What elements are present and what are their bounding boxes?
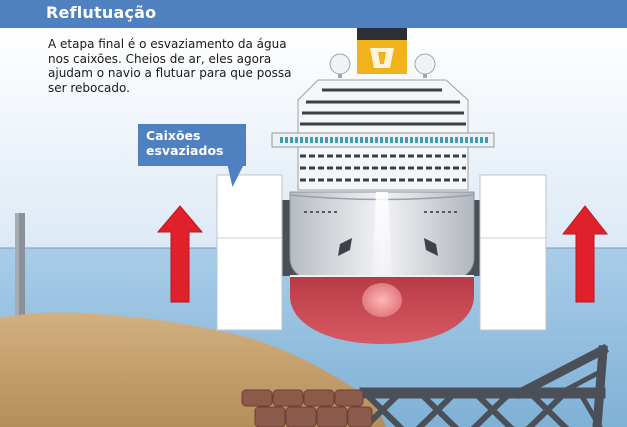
distant-post xyxy=(15,213,25,323)
ship-illustration xyxy=(271,16,495,344)
header-bar: Reflutuação xyxy=(0,0,627,28)
callout-label: Caixões esvaziados xyxy=(138,124,246,166)
callout-text: Caixões esvaziados xyxy=(146,128,224,158)
right-caisson xyxy=(479,174,547,331)
description-text: A etapa final é o esvaziamento da água n… xyxy=(48,37,292,95)
crane-structure xyxy=(359,343,610,427)
upward-arrow-icon xyxy=(156,205,204,303)
page-title: Reflutuação xyxy=(46,3,157,22)
upward-arrow-icon xyxy=(561,205,609,303)
rock-pile xyxy=(241,389,373,427)
callout-pointer xyxy=(224,165,244,187)
left-caisson xyxy=(216,174,283,331)
